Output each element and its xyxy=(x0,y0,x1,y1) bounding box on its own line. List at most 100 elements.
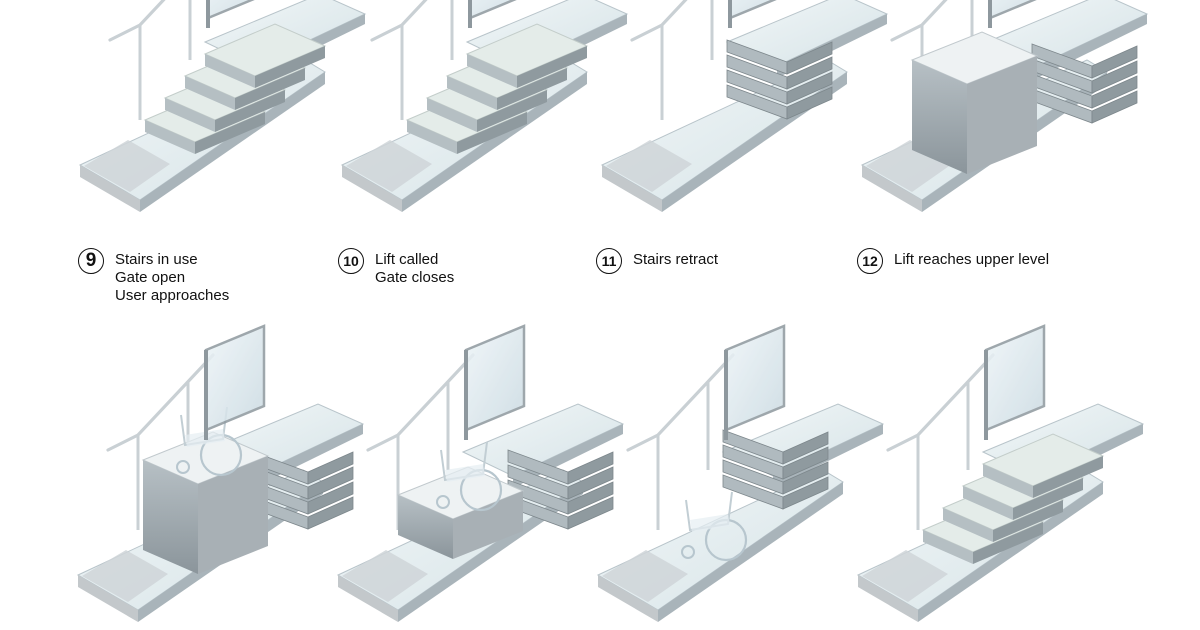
scene-panel xyxy=(76,324,365,622)
glass-gate xyxy=(464,324,526,432)
stair-riser xyxy=(195,112,265,154)
caption-line: Lift called xyxy=(375,251,439,268)
stair-riser xyxy=(205,54,255,88)
stair-riser xyxy=(185,76,235,110)
wheelchair-icon xyxy=(176,460,190,474)
wheelchair-icon xyxy=(445,464,485,482)
concrete-pad xyxy=(862,550,948,602)
retracted-stair-block xyxy=(567,481,614,515)
retracted-stair-block xyxy=(782,431,829,465)
scene-panel xyxy=(860,0,1149,212)
stair-riser xyxy=(215,90,285,132)
stair-riser xyxy=(427,98,477,132)
retracted-stair-block xyxy=(782,461,829,495)
retracted-stair-block xyxy=(1091,90,1138,124)
handrail xyxy=(630,0,688,42)
stair-riser xyxy=(983,464,1033,498)
floor-edge xyxy=(598,575,658,622)
retracted-stair-block xyxy=(786,41,833,75)
step-caption-10: 10 Lift called Gate closes xyxy=(338,248,454,287)
floor-edge xyxy=(402,72,587,212)
retracted-stair-block xyxy=(1091,60,1138,94)
floor-edge xyxy=(658,482,843,622)
floor-edge xyxy=(918,482,1103,622)
lift-platform-side xyxy=(967,56,1037,174)
glass-gate xyxy=(468,0,517,20)
caption-line: Lift reaches upper level xyxy=(894,251,1050,268)
stair-riser xyxy=(993,500,1063,542)
stair-riser xyxy=(467,54,517,88)
stair-riser xyxy=(145,120,195,154)
glass-gate xyxy=(206,0,255,20)
stair-riser xyxy=(963,486,1013,520)
caption-line: Stairs in use xyxy=(115,251,198,268)
step-caption-11: 11 Stairs retract xyxy=(596,248,718,274)
step-number-badge: 10 xyxy=(338,248,364,274)
lift-platform-side xyxy=(453,491,523,559)
stair-riser xyxy=(1033,456,1103,498)
scene-panel xyxy=(336,324,625,622)
retracted-stair-block xyxy=(567,451,614,485)
floor-edge xyxy=(140,72,325,212)
handrail xyxy=(366,353,475,452)
step-caption-9: 9 Stairs in use Gate open User approache… xyxy=(78,248,229,305)
step-caption-12: 12 Lift reaches upper level xyxy=(857,248,1049,274)
caption-line: User approaches xyxy=(115,287,230,304)
stair-riser xyxy=(457,112,527,154)
lift-platform-side xyxy=(912,60,967,174)
scene-panel xyxy=(596,324,885,622)
handrail xyxy=(886,353,995,452)
concrete-pad xyxy=(606,140,692,192)
concrete-pad xyxy=(342,550,428,602)
lift-platform-side xyxy=(143,460,198,574)
glass-gate xyxy=(984,324,1046,432)
concrete-pad xyxy=(602,550,688,602)
wheelchair-icon xyxy=(436,495,450,509)
retracted-stair-block xyxy=(786,86,833,120)
stair-riser xyxy=(165,98,215,132)
floor-edge xyxy=(862,165,922,212)
concrete-pad xyxy=(84,140,170,192)
concrete-pad xyxy=(82,550,168,602)
stair-riser xyxy=(973,522,1043,564)
stair-riser xyxy=(517,46,587,88)
floor-edge xyxy=(602,165,662,212)
retracted-stair-block xyxy=(307,481,354,515)
retracted-stair-block xyxy=(307,496,354,530)
concrete-pad xyxy=(346,140,432,192)
step-number-badge: 12 xyxy=(857,248,883,274)
wheelchair-icon xyxy=(690,514,730,532)
scene-panel xyxy=(78,0,367,212)
lift-platform-side xyxy=(198,456,268,574)
stair-riser xyxy=(1013,478,1083,520)
retracted-stair-block xyxy=(786,56,833,90)
glass-gate xyxy=(204,324,266,432)
floor-edge xyxy=(338,575,398,622)
retracted-stair-block xyxy=(782,446,829,480)
floor-edge xyxy=(858,575,918,622)
handrail xyxy=(370,0,428,42)
stair-riser xyxy=(235,68,305,110)
floor-edge xyxy=(78,575,138,622)
wheelchair-icon xyxy=(681,545,695,559)
step-number-badge: 11 xyxy=(596,248,622,274)
stair-riser xyxy=(477,90,547,132)
caption-line: Gate closes xyxy=(375,269,455,286)
retracted-stair-block xyxy=(786,71,833,105)
floor-edge xyxy=(80,165,140,212)
caption-line: Gate open xyxy=(115,269,186,286)
caption-line: Stairs retract xyxy=(633,251,719,268)
scene-panel xyxy=(600,0,889,212)
glass-gate xyxy=(988,0,1037,20)
stair-riser xyxy=(407,120,457,154)
handrail xyxy=(108,0,166,42)
floor-edge xyxy=(342,165,402,212)
stair-riser xyxy=(255,46,325,88)
glass-gate xyxy=(724,324,786,432)
stair-riser xyxy=(923,530,973,564)
step-number-badge: 9 xyxy=(78,248,104,274)
glass-gate xyxy=(728,0,777,20)
scene-panel xyxy=(856,324,1145,622)
stair-riser xyxy=(447,76,497,110)
